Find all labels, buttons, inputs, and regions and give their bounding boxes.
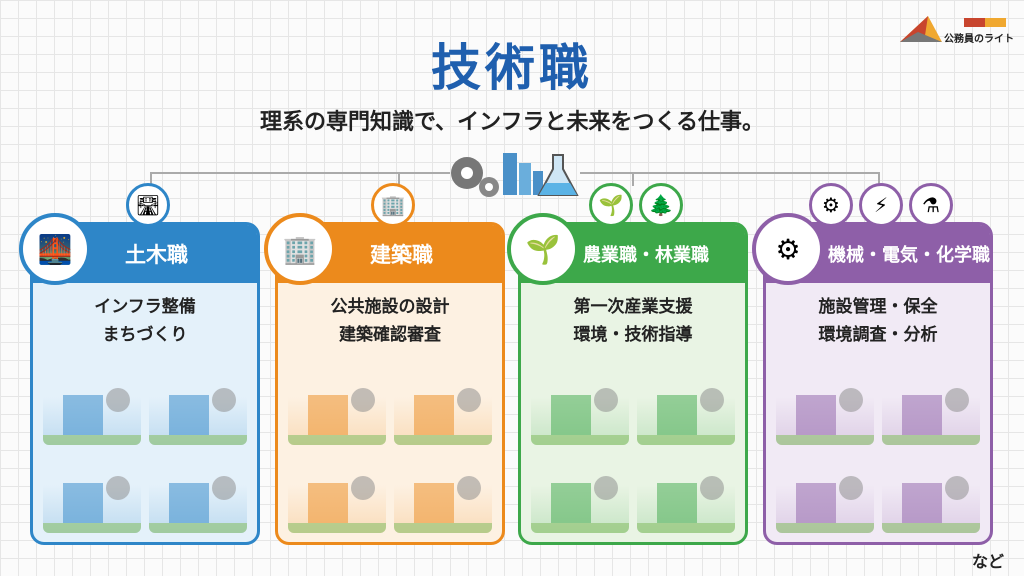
illustration-wooden-frame-construction [394, 453, 492, 533]
card-description: まちづくり [102, 325, 188, 345]
illustration-tractor-field [531, 365, 629, 445]
illustration-forester-planting [637, 365, 735, 445]
page-title: 技術職 [431, 39, 593, 97]
illustration-water-sampling [776, 453, 874, 533]
illustration-engineer-with-blueprint [149, 453, 247, 533]
illustration-gymnasium [394, 365, 492, 445]
card-title: 機械・電気・化学職 [828, 245, 990, 266]
card-description: 環境調査・分析 [818, 325, 938, 345]
building-icon: 🏢 [371, 183, 415, 227]
flask-icon: ⚗ [909, 183, 953, 227]
job-card: ⚙⚡⚗機械・電気・化学職⚙施設管理・保全環境調査・分析 [752, 183, 993, 545]
card-description: 環境・技術指導 [573, 325, 693, 345]
bridge-icon: 🌉 [19, 213, 91, 285]
illustration-public-building [288, 365, 386, 445]
building-icon: 🏢 [264, 213, 336, 285]
illustration-water-treatment [776, 365, 874, 445]
technology-hub-icon [445, 145, 580, 200]
logo-badge [964, 18, 1006, 27]
lightning-icon: ⚡ [859, 183, 903, 227]
illustration-forest-survey [531, 453, 629, 533]
illustration-agricultural-instructor [637, 453, 735, 533]
card-description: 建築確認審査 [339, 325, 441, 345]
job-card: 🛣 土木職 🌉インフラ整備まちづくり [19, 183, 260, 545]
illustration-inspector-with-documents [288, 453, 386, 533]
card-title: 農業職・林業職 [583, 245, 709, 266]
illustration-lab-scientist [882, 453, 980, 533]
logo-text: 公務員のライト [944, 34, 1014, 45]
card-description: インフラ整備 [94, 297, 196, 317]
card-description: 施設管理・保全 [818, 297, 938, 317]
forest-icon: 🌲 [639, 183, 683, 227]
illustration-dam [43, 365, 141, 445]
logo: 公務員のライト [898, 14, 1018, 48]
job-card: 🌱🌲農業職・林業職🌱第一次産業支援環境・技術指導 [507, 183, 748, 545]
job-card: 🏢 建築職 🏢 公共施設の設計建築確認審査 [264, 183, 505, 545]
sprout-icon: 🌱 [589, 183, 633, 227]
road-icon: 🛣 [126, 183, 170, 227]
card-description: 第一次産業支援 [573, 297, 693, 317]
card-description: 公共施設の設計 [330, 297, 450, 317]
sprout-icon: 🌱 [507, 213, 579, 285]
card-title: 建築職 [370, 243, 433, 267]
gear-icon: ⚙ [752, 213, 824, 285]
illustration-factory [882, 365, 980, 445]
footer-note: など [971, 552, 1004, 571]
illustration-suspension-bridge [149, 365, 247, 445]
illustration-city-map [43, 453, 141, 533]
page-subtitle: 理系の専門知識で、インフラと未来をつくる仕事。 [259, 110, 765, 135]
gear-icon: ⚙ [809, 183, 853, 227]
card-title: 土木職 [125, 243, 188, 267]
